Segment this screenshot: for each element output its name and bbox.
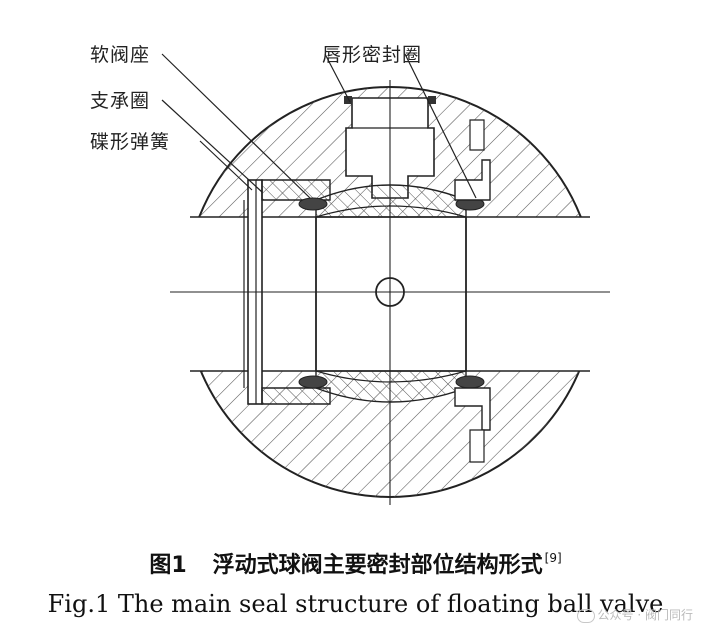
leader-disc-spring	[199, 140, 253, 191]
caption-reference: [9]	[544, 551, 562, 565]
label-lip-seal: 唇形密封圈	[322, 44, 423, 66]
label-soft-seat: 软阀座	[90, 44, 151, 66]
watermark: 公众号 · 阀门同行	[576, 606, 693, 623]
caption-chinese: 图1 浮动式球阀主要密封部位结构形式[9]	[0, 547, 711, 579]
leader-support-ring	[161, 99, 263, 193]
leader-lip-seal-b	[404, 53, 477, 199]
watermark-text: 公众号 · 阀门同行	[597, 608, 693, 622]
label-support-ring: 支承圈	[90, 90, 151, 112]
caption-title-cn: 浮动式球阀主要密封部位结构形式	[212, 553, 543, 578]
soft-seat-seal	[298, 375, 328, 389]
leader-soft-seat	[161, 53, 311, 199]
label-disc-spring: 碟形弹簧	[90, 131, 171, 153]
caption-english: Fig.1 The main seal structure of floatin…	[47, 590, 664, 618]
leader-lip-seal-a	[324, 53, 351, 103]
caption-figure-number: 图1	[149, 553, 187, 578]
wechat-icon	[576, 608, 595, 623]
soft-seat-seal	[455, 375, 485, 389]
soft-seat-seal	[298, 197, 328, 211]
lip-seal-ring	[428, 96, 436, 104]
